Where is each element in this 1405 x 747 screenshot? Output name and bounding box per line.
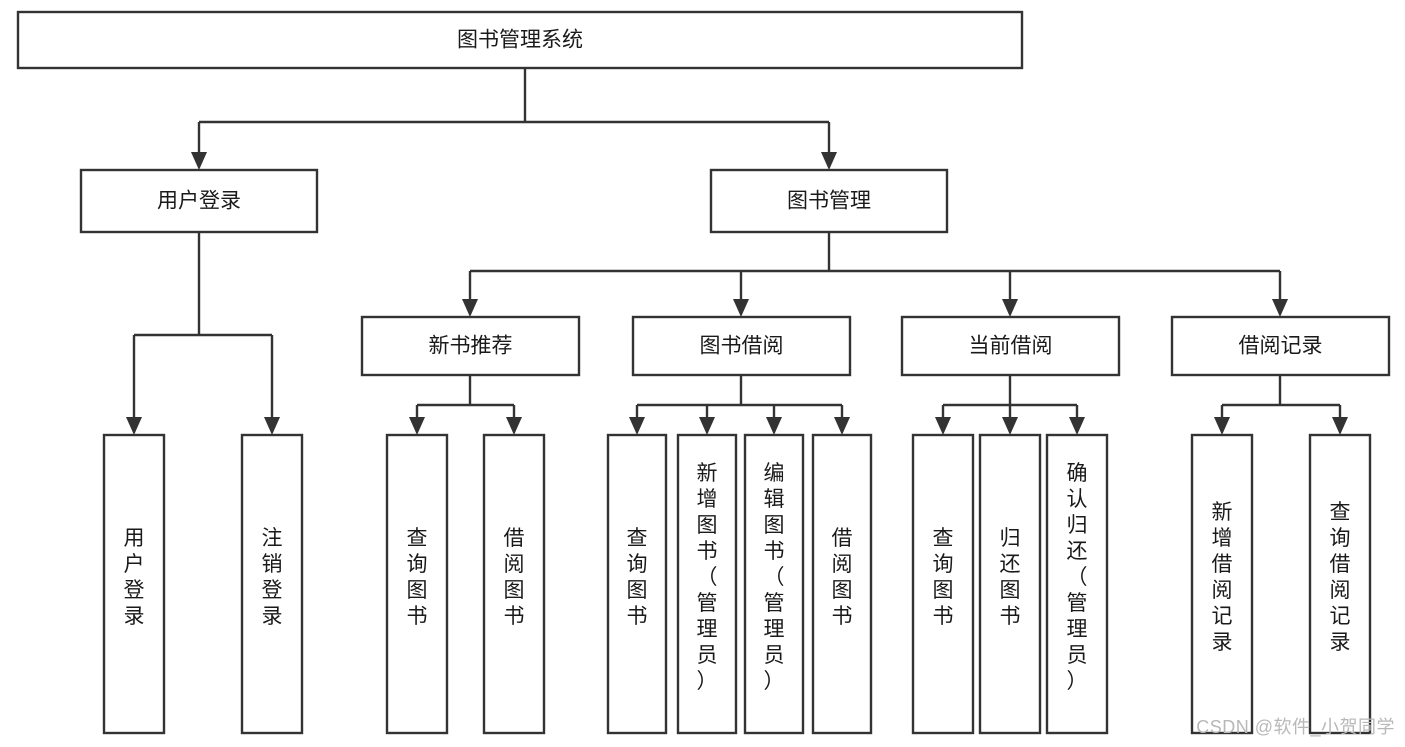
node-label: 借阅记录 — [1239, 335, 1323, 358]
node-box[interactable] — [482, 433, 546, 735]
node-label: 图书管理 — [787, 190, 871, 213]
node-root[interactable]: 图书管理系统 — [16, 10, 1024, 70]
node-label: 用户登录 — [124, 527, 145, 628]
node-box[interactable] — [385, 433, 449, 735]
node-box[interactable] — [79, 168, 319, 234]
node-borrow-record[interactable]: 借阅记录 — [1170, 315, 1391, 377]
node-box[interactable] — [606, 433, 668, 735]
node-label: 当前借阅 — [969, 335, 1053, 358]
node-leaf-confirm-return[interactable]: 确认归还（管理员） — [1045, 433, 1109, 735]
arrow-head-icon — [506, 417, 522, 435]
connector-group-root — [191, 68, 837, 170]
node-leaf-edit-book[interactable]: 编辑图书（管理员） — [743, 433, 805, 735]
connector-group-borrow-record — [1214, 375, 1348, 435]
node-book-borrow[interactable]: 图书借阅 — [631, 315, 852, 377]
arrow-head-icon — [1069, 417, 1085, 435]
node-book-manage[interactable]: 图书管理 — [709, 168, 949, 234]
node-leaf-borrow-book-1[interactable]: 借阅图书 — [482, 433, 546, 735]
arrow-head-icon — [126, 417, 142, 435]
node-leaf-add-book[interactable]: 新增图书（管理员） — [676, 433, 738, 735]
node-box[interactable] — [1308, 433, 1372, 735]
arrow-head-icon — [409, 417, 425, 435]
arrow-head-icon — [191, 152, 207, 170]
node-label: 图书借阅 — [700, 335, 784, 358]
node-box[interactable] — [978, 433, 1042, 735]
watermark-label: CSDN @软件_小贺同学 — [1196, 717, 1395, 737]
node-box[interactable] — [16, 10, 1024, 70]
node-label: 查询借阅记录 — [1330, 501, 1351, 654]
arrow-head-icon — [935, 417, 951, 435]
node-label: 新增图书（管理员） — [697, 462, 718, 693]
node-label: 确认归还（管理员） — [1067, 462, 1088, 693]
node-leaf-user-login[interactable]: 用户登录 — [102, 433, 166, 735]
connector-group-book-borrow — [629, 375, 850, 435]
arrow-head-icon — [733, 299, 749, 317]
node-new-book-rec[interactable]: 新书推荐 — [360, 315, 581, 377]
node-leaf-borrow-book-2[interactable]: 借阅图书 — [811, 433, 873, 735]
node-label: 查询图书 — [407, 527, 428, 628]
node-box[interactable] — [676, 433, 738, 735]
connector-group-current-borrow — [935, 375, 1085, 435]
node-label: 新书推荐 — [429, 335, 513, 358]
node-leaf-query-record[interactable]: 查询借阅记录 — [1308, 433, 1372, 735]
arrow-head-icon — [834, 417, 850, 435]
node-layer: 图书管理系统用户登录图书管理新书推荐图书借阅当前借阅借阅记录用户登录注销登录查询… — [16, 10, 1391, 735]
connector-group-user-login — [126, 232, 280, 435]
node-box[interactable] — [911, 433, 975, 735]
node-box[interactable] — [900, 315, 1121, 377]
node-user-login[interactable]: 用户登录 — [79, 168, 319, 234]
arrow-head-icon — [1272, 299, 1288, 317]
connector-group-book-manage — [462, 232, 1288, 317]
arrow-head-icon — [462, 299, 478, 317]
node-label: 归还图书 — [1000, 527, 1021, 628]
node-leaf-add-record[interactable]: 新增借阅记录 — [1190, 433, 1254, 735]
node-label: 借阅图书 — [832, 527, 853, 628]
node-box[interactable] — [743, 433, 805, 735]
node-leaf-return-book[interactable]: 归还图书 — [978, 433, 1042, 735]
node-label: 新增借阅记录 — [1212, 501, 1233, 654]
node-current-borrow[interactable]: 当前借阅 — [900, 315, 1121, 377]
node-box[interactable] — [631, 315, 852, 377]
node-label: 查询图书 — [627, 527, 648, 628]
node-box[interactable] — [709, 168, 949, 234]
node-label: 借阅图书 — [504, 527, 525, 628]
node-box[interactable] — [102, 433, 166, 735]
arrow-head-icon — [699, 417, 715, 435]
connector-group-new-book-rec — [409, 375, 522, 435]
node-box[interactable] — [240, 433, 304, 735]
node-box[interactable] — [360, 315, 581, 377]
arrow-head-icon — [1002, 299, 1018, 317]
arrow-head-icon — [1214, 417, 1230, 435]
node-leaf-logout[interactable]: 注销登录 — [240, 433, 304, 735]
node-leaf-query-book-1[interactable]: 查询图书 — [385, 433, 449, 735]
arrow-head-icon — [264, 417, 280, 435]
node-box[interactable] — [811, 433, 873, 735]
node-leaf-query-book-3[interactable]: 查询图书 — [911, 433, 975, 735]
arrow-head-icon — [766, 417, 782, 435]
arrow-head-icon — [821, 152, 837, 170]
node-label: 注销登录 — [262, 527, 283, 628]
arrow-head-icon — [629, 417, 645, 435]
arrow-head-icon — [1002, 417, 1018, 435]
node-leaf-query-book-2[interactable]: 查询图书 — [606, 433, 668, 735]
connector-layer — [126, 68, 1348, 435]
node-box[interactable] — [1045, 433, 1109, 735]
arrow-head-icon — [1332, 417, 1348, 435]
node-box[interactable] — [1170, 315, 1391, 377]
node-label: 用户登录 — [157, 190, 241, 213]
node-label: 图书管理系统 — [457, 29, 583, 52]
node-box[interactable] — [1190, 433, 1254, 735]
node-label: 编辑图书（管理员） — [764, 462, 785, 693]
node-label: 查询图书 — [933, 527, 954, 628]
